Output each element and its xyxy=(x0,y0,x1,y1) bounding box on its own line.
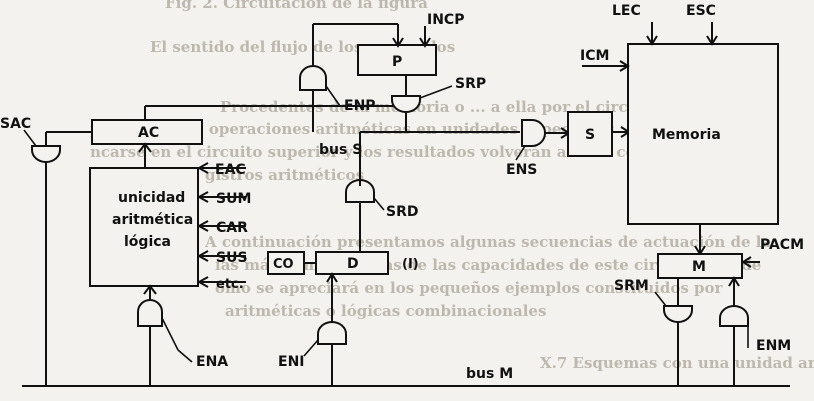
srm-label: SRM xyxy=(614,278,649,294)
eac-arrow xyxy=(196,162,209,174)
eni-control-line xyxy=(303,339,319,357)
ena-control-line xyxy=(161,317,179,351)
s-label: S xyxy=(585,127,595,143)
srd-label: SRD xyxy=(386,204,418,220)
enp-label: ENP xyxy=(344,98,376,114)
ac-label: AC xyxy=(138,125,159,141)
srm-gate xyxy=(663,305,693,323)
alu-label-3: lógica xyxy=(124,234,171,250)
pacm-arrow xyxy=(741,256,752,268)
ens-control-line xyxy=(515,145,526,161)
ena-label: ENA xyxy=(196,354,228,370)
ena-to-alu-arrow xyxy=(143,284,157,295)
bg-line-4: p posibles las operaciones aritméticas e… xyxy=(90,120,614,138)
m-label: M xyxy=(692,259,706,275)
sus-label: SUS xyxy=(216,250,248,266)
car-arrow xyxy=(196,220,209,232)
car-label: CAR xyxy=(216,220,248,236)
bg-line-6: gistros aritméticos xyxy=(205,166,364,184)
alu-to-ac-arrow xyxy=(138,142,152,153)
eni-to-d-arrow xyxy=(326,272,338,283)
srp-control-line xyxy=(419,85,453,99)
icm-arrow xyxy=(619,60,630,72)
sum-arrow xyxy=(196,191,209,203)
enp-gate xyxy=(299,65,327,91)
bg-line-9: omo se apreciará en los pequeños ejemplo… xyxy=(215,279,723,297)
p-input-arrow xyxy=(392,37,404,48)
bg-line-7: A continuación presentamos algunas secue… xyxy=(204,233,771,251)
enp-control-line xyxy=(325,85,341,107)
p-label: P xyxy=(392,54,402,70)
lec-arrow xyxy=(646,35,658,46)
esc-label: ESC xyxy=(686,3,716,19)
memory-block xyxy=(627,43,779,225)
icm-label: ICM xyxy=(580,48,609,64)
esc-arrow xyxy=(706,35,718,46)
enm-to-m-arrow xyxy=(728,276,740,287)
incp-arrow xyxy=(419,37,431,48)
incp-label: INCP xyxy=(427,12,464,28)
alu-control-signals: EAC SUM CAR SUS etc. xyxy=(196,162,251,292)
co-label: CO xyxy=(273,257,294,272)
alu-block xyxy=(89,167,199,287)
bg-line-1: Fig. 2. Circuitación de la figura xyxy=(165,0,428,12)
lec-label: LEC xyxy=(612,3,641,19)
bg-line-5: ncarse en el circuito superior y los res… xyxy=(90,143,646,161)
ens-gate xyxy=(521,119,546,147)
srm-control-line xyxy=(654,291,667,307)
s-register xyxy=(567,111,613,157)
eac-label: EAC xyxy=(215,162,246,178)
sac-gate xyxy=(31,145,61,163)
enm-label: ENM xyxy=(756,338,791,354)
srp-gate xyxy=(391,95,421,113)
alu-label-2: aritmética xyxy=(112,212,193,228)
etc-arrow xyxy=(196,276,209,288)
bg-line-10: aritméticas o lógicas combinacionales xyxy=(225,302,546,320)
eni-label: ENI xyxy=(278,354,305,370)
sum-label: SUM xyxy=(216,191,251,207)
eni-gate xyxy=(317,321,347,345)
etc-label: etc. xyxy=(216,277,244,292)
bus-s-label: bus S xyxy=(319,142,362,158)
srp-label: SRP xyxy=(455,76,486,92)
d-suffix-label: (I) xyxy=(402,257,419,272)
ens-label: ENS xyxy=(506,162,537,178)
sac-label: SAC xyxy=(0,116,31,132)
srd-gate xyxy=(345,179,375,203)
ac-register xyxy=(91,119,203,145)
memory-label: Memoria xyxy=(652,127,721,143)
alu-label-1: unicidad xyxy=(118,190,185,206)
ena-gate xyxy=(137,299,163,327)
srd-control-line xyxy=(373,197,385,211)
m-register xyxy=(657,253,743,279)
sac-control-line xyxy=(23,129,37,147)
sus-arrow xyxy=(196,250,209,262)
pacm-label: PACM xyxy=(760,237,804,253)
bus-m-label: bus M xyxy=(466,366,513,382)
d-label: D xyxy=(347,256,359,272)
enm-gate xyxy=(719,305,749,327)
